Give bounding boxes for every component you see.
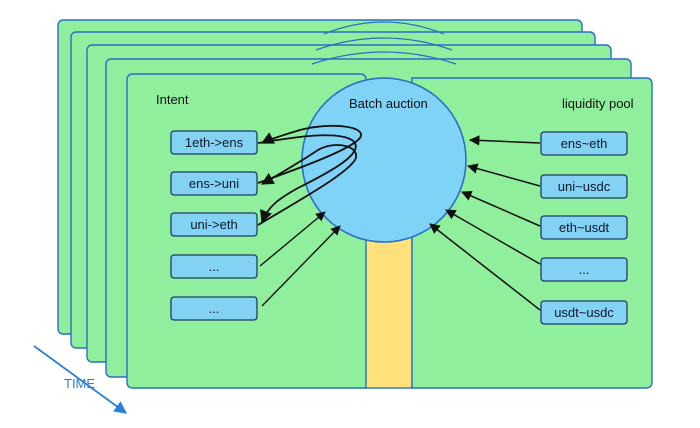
pool-label: uni~usdc [558,179,611,194]
intent-box: uni->eth [170,212,258,237]
intent-label: ... [209,301,220,316]
pool-arrow [445,209,541,265]
intent-label: ens->uni [189,176,239,191]
auction-pillar [363,231,413,389]
pool-arrows [429,135,541,311]
intent-label: ... [209,259,220,274]
time-arrow-line [33,345,128,414]
pool-box: usdt~usdc [540,300,628,325]
intent-loop-arrows [257,125,362,226]
intent-arrow [261,225,341,307]
pool-box: uni~usdc [540,174,628,199]
loop-arrow [257,125,362,184]
intent-box: ens->uni [170,171,258,196]
time-arrow: TIME [33,345,128,414]
pool-box: ens~eth [540,131,628,156]
loop-arrow [257,144,357,226]
pool-arrow [468,135,541,146]
batch-auction-title: Batch auction [349,96,428,111]
intent-arrows [259,211,341,307]
pool-label: ... [579,262,590,277]
intent-label: uni->eth [190,217,237,232]
time-label: TIME [64,376,95,391]
pool-arrow [429,223,541,311]
pool-heading: liquidity pool [562,96,634,111]
back-circle-tops [311,21,457,65]
pool-arrow [461,190,541,227]
intent-label: 1eth->ens [185,135,244,150]
pool-label: ens~eth [561,136,608,151]
pool-label: eth~usdt [559,220,610,235]
intent-list: 1eth->ens ens->uni uni->eth ... ... [170,130,258,321]
intent-heading: Intent [156,92,189,107]
pool-box: eth~usdt [540,215,628,240]
pool-label: usdt~usdc [554,305,614,320]
loop-arrow [257,134,357,224]
pool-box: ... [540,257,628,282]
pool-list: ens~eth uni~usdc eth~usdt ... usdt~usdc [540,131,628,325]
intent-box: ... [170,254,258,279]
pool-arrow [466,163,541,187]
intent-box: 1eth->ens [170,130,258,155]
intent-arrow [259,211,326,267]
intent-box: ... [170,296,258,321]
